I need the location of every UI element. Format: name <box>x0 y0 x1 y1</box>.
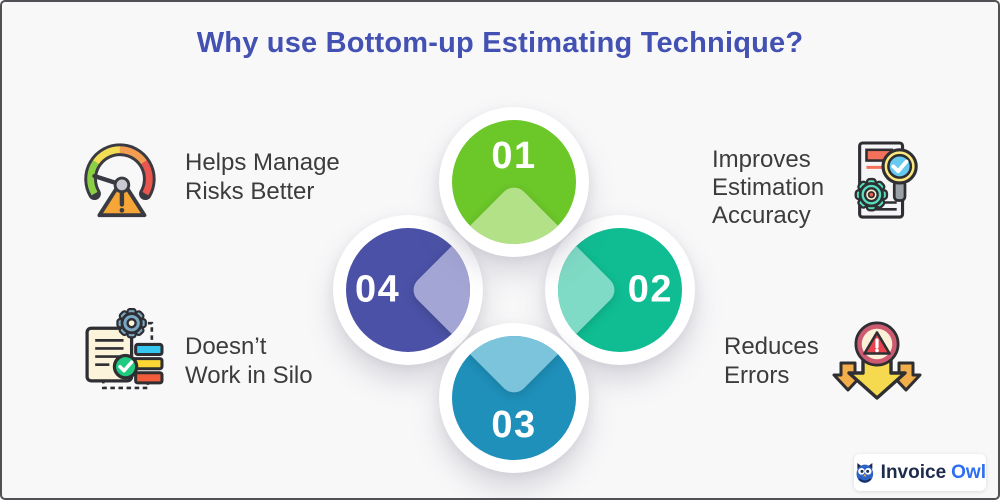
step-circle-02-diamond <box>558 228 621 352</box>
feature-line: Improves <box>712 146 811 173</box>
document-magnifier-icon <box>846 138 924 226</box>
step-number-01: 01 <box>491 135 537 177</box>
logo-text-owl: Owl <box>951 461 986 483</box>
feature-reduces-errors: Reduces Errors <box>724 332 819 390</box>
feature-helps-manage-risks: Helps Manage Risks Better <box>185 148 340 206</box>
step-number-04: 04 <box>355 268 401 311</box>
page-title: Why use Bottom-up Estimating Technique? <box>196 27 804 59</box>
feature-line: Risks Better <box>185 178 315 205</box>
feature-line: Reduces <box>724 333 819 360</box>
step-circle-03-fill: 03 <box>452 336 576 460</box>
feature-line: Estimation <box>712 174 825 201</box>
feature-line: Work in Silo <box>185 362 313 389</box>
error-arrows-icon <box>831 319 923 404</box>
feature-doesnt-work-in-silo: Doesn’t Work in Silo <box>185 332 313 390</box>
risk-gauge-icon <box>74 136 162 224</box>
logo-text-invoice: Invoice <box>880 461 947 483</box>
feature-line: Errors <box>724 362 790 389</box>
step-circle-01: 01 <box>439 107 589 257</box>
step-circle-03: 03 <box>439 323 589 473</box>
feature-improves-estimation-accuracy: Improves Estimation Accuracy <box>712 146 824 230</box>
owl-icon <box>854 461 876 485</box>
step-circle-04-fill: 04 <box>346 228 470 352</box>
step-circle-01-fill: 01 <box>452 120 576 244</box>
feature-line: Accuracy <box>712 202 811 229</box>
feature-line: Helps Manage <box>185 149 340 176</box>
step-number-02: 02 <box>627 268 673 311</box>
feature-line: Doesn’t <box>185 333 267 360</box>
step-circle-03-diamond <box>452 336 576 399</box>
step-circle-01-diamond <box>452 181 576 244</box>
step-number-03: 03 <box>491 404 537 446</box>
document-workflow-icon <box>79 308 165 394</box>
step-circle-04-diamond <box>407 228 470 352</box>
step-circle-02-fill: 02 <box>558 228 682 352</box>
